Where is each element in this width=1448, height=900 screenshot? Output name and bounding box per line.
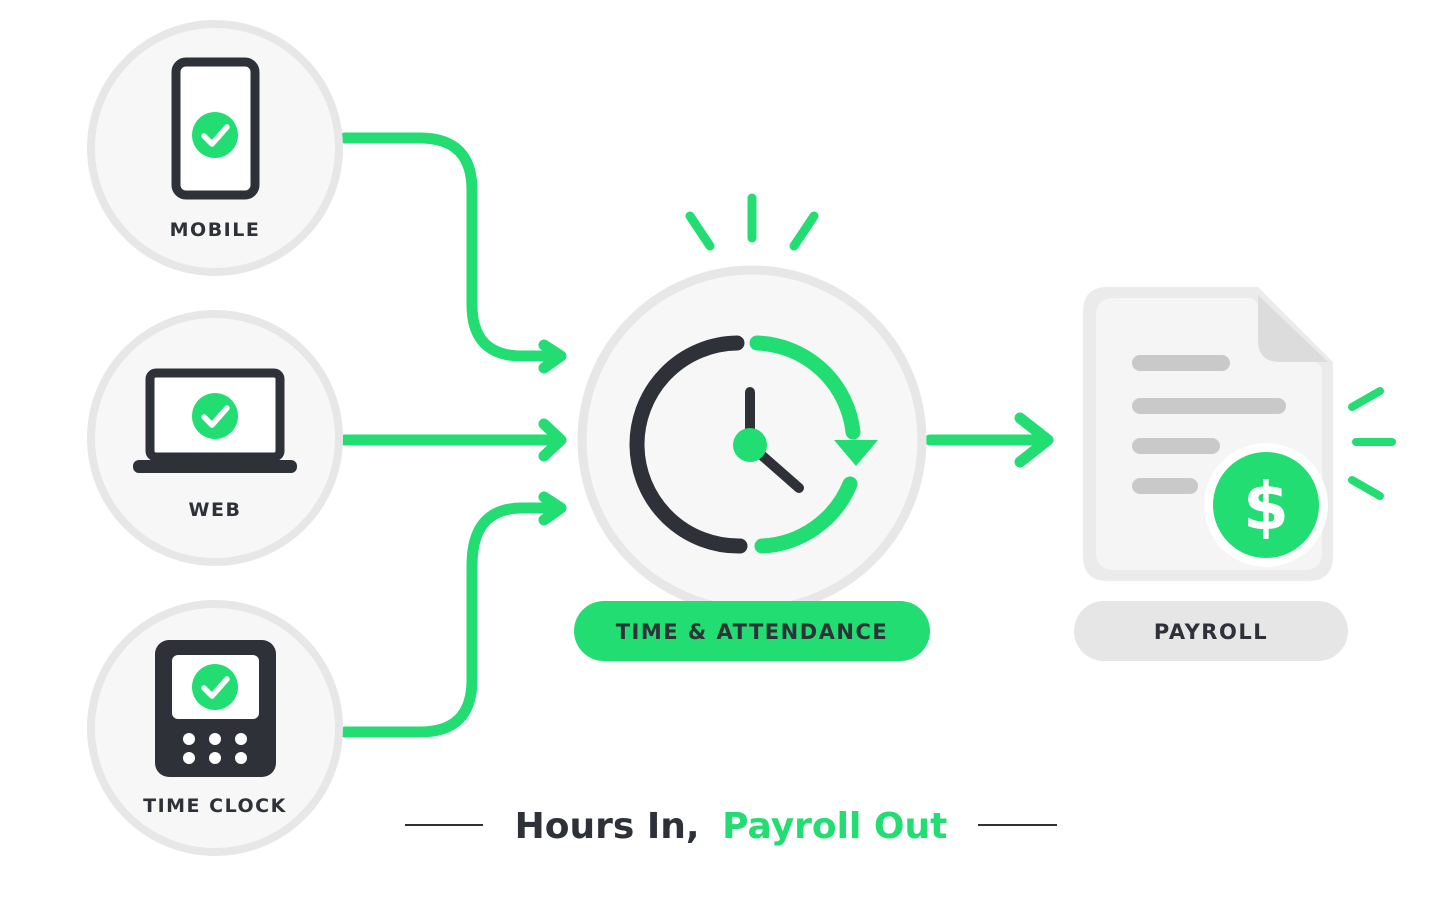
payroll-alert-rays-icon bbox=[1348, 387, 1396, 500]
timeclock-arrowhead bbox=[538, 491, 567, 526]
time-clock-terminal-icon bbox=[155, 640, 276, 777]
dollar-sign: $ bbox=[1243, 468, 1289, 545]
keypad-icon bbox=[183, 733, 247, 764]
laptop-icon bbox=[133, 368, 297, 473]
alert-rays-icon bbox=[685, 193, 819, 251]
hub-label-pill bbox=[574, 601, 930, 661]
source-time-clock: TIME CLOCK bbox=[87, 600, 343, 856]
clock-sync-icon bbox=[629, 335, 878, 554]
destination-payroll: $ PAYROLL bbox=[1074, 287, 1396, 661]
payroll-arrowhead bbox=[1014, 412, 1054, 468]
tagline-part2: Payroll Out bbox=[722, 806, 947, 847]
clock-arrowhead bbox=[834, 440, 878, 466]
source-label-web: WEB bbox=[189, 499, 242, 521]
source-label-time-clock: TIME CLOCK bbox=[143, 795, 287, 817]
source-mobile: MOBILE bbox=[87, 20, 343, 276]
timeclock-to-hub-arrow bbox=[339, 502, 558, 738]
tagline-part1: Hours In, bbox=[515, 806, 700, 847]
destination-label-pill bbox=[1074, 601, 1348, 661]
mobile-arrowhead bbox=[538, 339, 567, 374]
connectors bbox=[339, 132, 1054, 738]
check-circle-icon bbox=[192, 664, 238, 710]
dollar-icon bbox=[1213, 452, 1319, 558]
destination-label: PAYROLL bbox=[1154, 620, 1268, 644]
tagline: Hours In, Payroll Out bbox=[405, 806, 1057, 847]
source-label-mobile: MOBILE bbox=[170, 219, 261, 241]
hub-time-attendance: TIME & ATTENDANCE bbox=[574, 193, 930, 661]
web-arrowhead bbox=[538, 418, 567, 462]
check-circle-icon bbox=[192, 393, 238, 439]
mobile-to-hub-arrow bbox=[339, 132, 558, 362]
payroll-document-icon: $ bbox=[1083, 287, 1333, 581]
document-text-lines bbox=[1132, 355, 1286, 494]
check-circle-icon bbox=[192, 112, 238, 158]
smartphone-icon bbox=[171, 57, 260, 200]
svg-text:Hours In, Payroll Out: Hours In, Payroll Out bbox=[515, 806, 948, 847]
source-web: WEB bbox=[87, 310, 343, 566]
hub-label: TIME & ATTENDANCE bbox=[616, 620, 889, 644]
